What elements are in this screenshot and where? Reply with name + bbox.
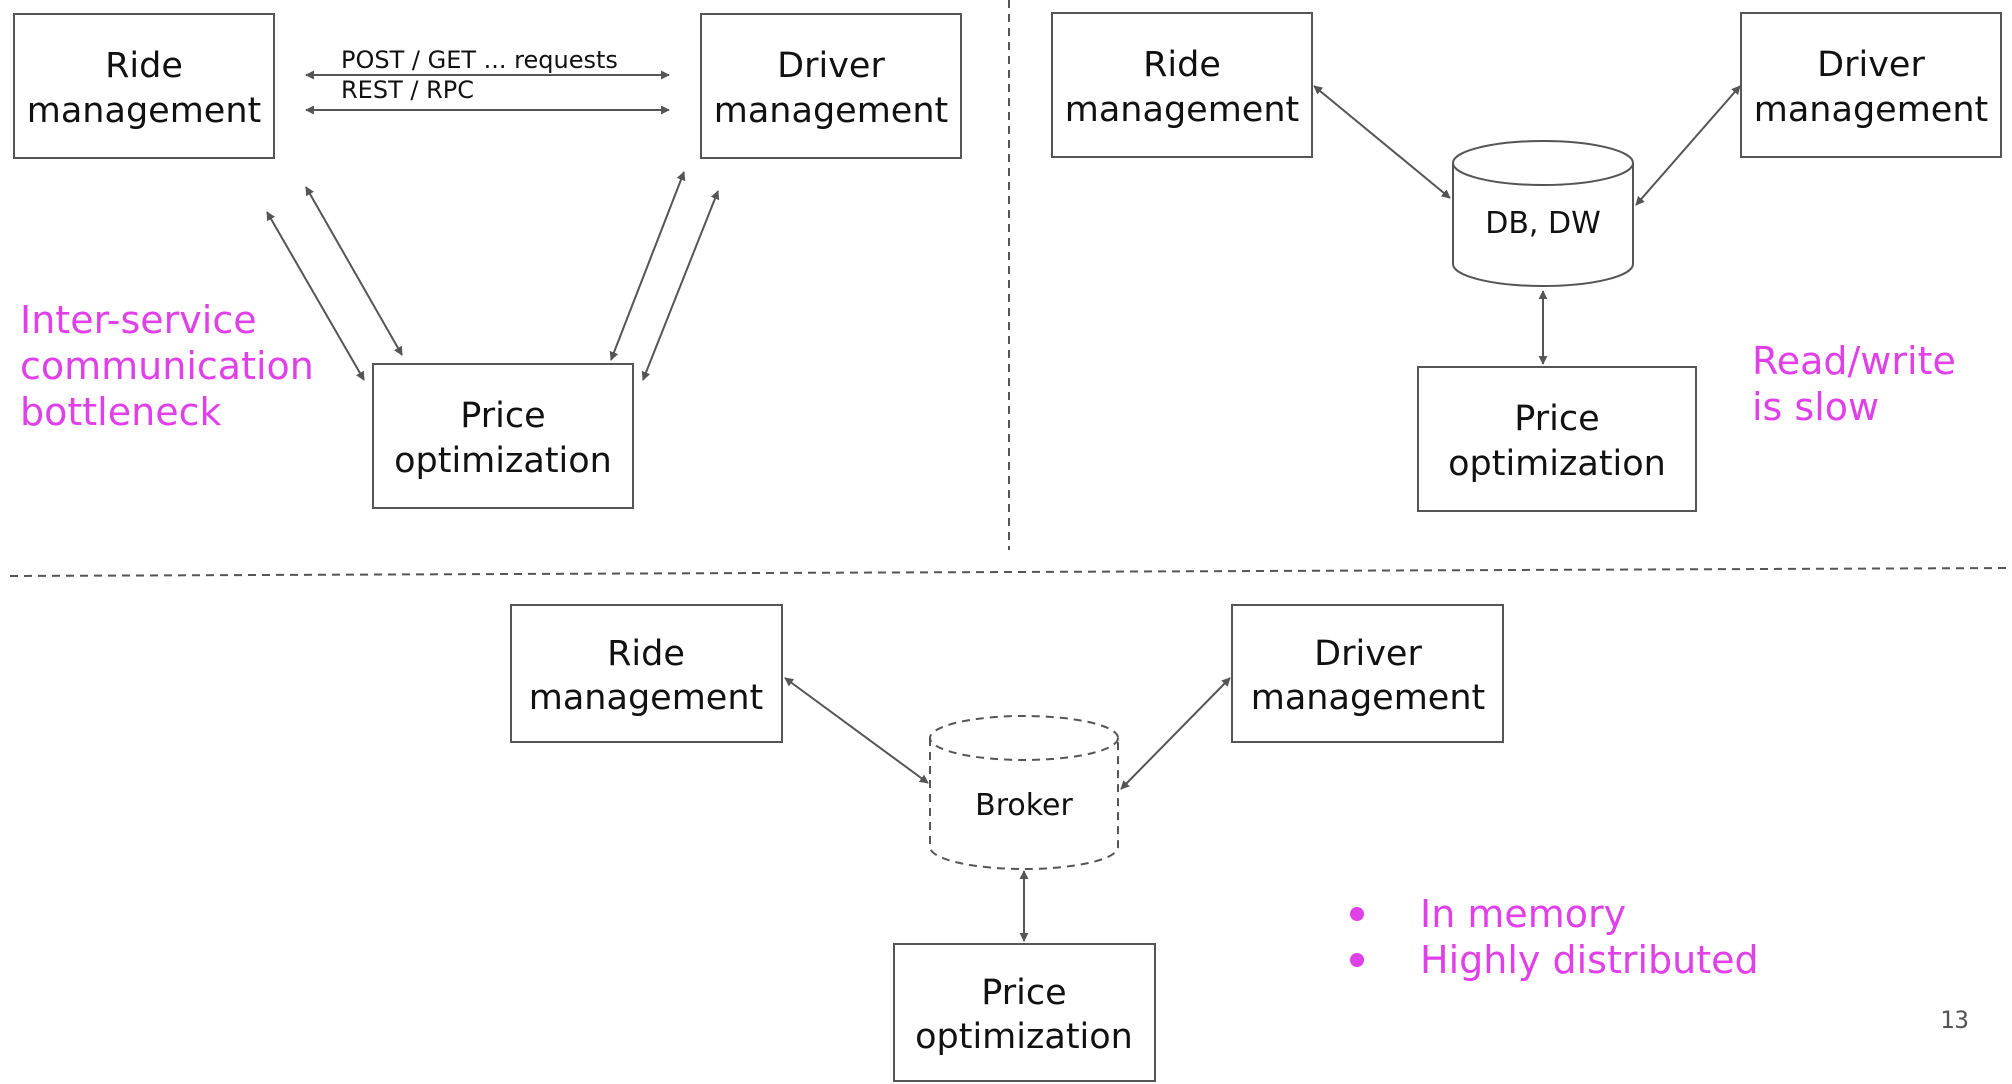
node-label-line: management <box>529 678 763 718</box>
datastore-label: DB, DW <box>1485 206 1601 241</box>
arrow-ride-price-2 <box>305 186 403 356</box>
note-bottleneck: Inter-service communication bottleneck <box>20 298 326 434</box>
arrow-ride-db <box>1313 85 1451 199</box>
datastore-broker: Broker <box>929 715 1119 870</box>
node-label-line: Price <box>1514 399 1599 439</box>
arrow-driver-db <box>1635 85 1741 206</box>
node-label-line: Ride <box>1143 45 1221 85</box>
bullet-item: Highly distributed <box>1420 938 1759 982</box>
node-label-line: Price <box>981 973 1066 1013</box>
node-label-line: management <box>1065 90 1299 130</box>
node-price-optimization: Price optimization <box>1417 366 1697 512</box>
panel-direct-communication: Ride management Driver management Price … <box>13 13 962 509</box>
bullet-marker <box>1350 953 1364 967</box>
note-line: Inter-service <box>20 298 257 342</box>
node-label-line: Price <box>460 396 545 436</box>
node-label-line: management <box>1251 678 1485 718</box>
node-price-optimization: Price optimization <box>893 943 1156 1082</box>
arrow-ride-broker <box>784 677 929 784</box>
bullet-marker <box>1350 907 1364 921</box>
note-read-write-slow: Read/write is slow <box>1752 339 1968 429</box>
node-label-line: Ride <box>607 634 685 674</box>
note-line: communication <box>20 344 314 388</box>
note-line: bottleneck <box>20 390 221 434</box>
panel-shared-database: Ride management Driver management Price … <box>1051 12 2002 512</box>
node-label-line: optimization <box>394 441 612 481</box>
node-price-optimization: Price optimization <box>372 363 634 509</box>
node-driver-management: Driver management <box>1740 12 2002 158</box>
node-label-line: Ride <box>105 46 183 86</box>
node-label-line: management <box>27 91 261 131</box>
arrow-driver-broker <box>1120 677 1231 790</box>
node-label-line: Driver <box>777 46 885 86</box>
node-label-line: Driver <box>1314 634 1422 674</box>
bullet-list: In memory Highly distributed <box>1350 892 1759 982</box>
edge-label-requests: POST / GET ... requests <box>341 46 618 74</box>
node-label-line: optimization <box>1448 444 1666 484</box>
page-number: 13 <box>1940 1006 1969 1034</box>
node-driver-management: Driver management <box>1231 604 1504 743</box>
horizontal-divider <box>9 567 2012 577</box>
datastore-db-dw: DB, DW <box>1452 140 1634 287</box>
datastore-label: Broker <box>975 788 1073 823</box>
panel-message-broker: Ride management Driver management Price … <box>510 604 1759 1082</box>
node-label-line: Driver <box>1817 45 1925 85</box>
node-driver-management: Driver management <box>700 13 962 159</box>
node-ride-management: Ride management <box>1051 12 1313 158</box>
node-ride-management: Ride management <box>510 604 783 743</box>
node-ride-management: Ride management <box>13 13 275 159</box>
node-label-line: management <box>714 91 948 131</box>
arrow-driver-price-2 <box>641 190 720 381</box>
note-line: Read/write <box>1752 339 1956 383</box>
arrow-driver-price-1 <box>609 171 686 361</box>
edge-label-protocol: REST / RPC <box>341 76 474 104</box>
note-line: is slow <box>1752 385 1879 429</box>
node-label-line: management <box>1754 90 1988 130</box>
bullet-item: In memory <box>1420 892 1626 936</box>
node-label-line: optimization <box>915 1017 1133 1057</box>
